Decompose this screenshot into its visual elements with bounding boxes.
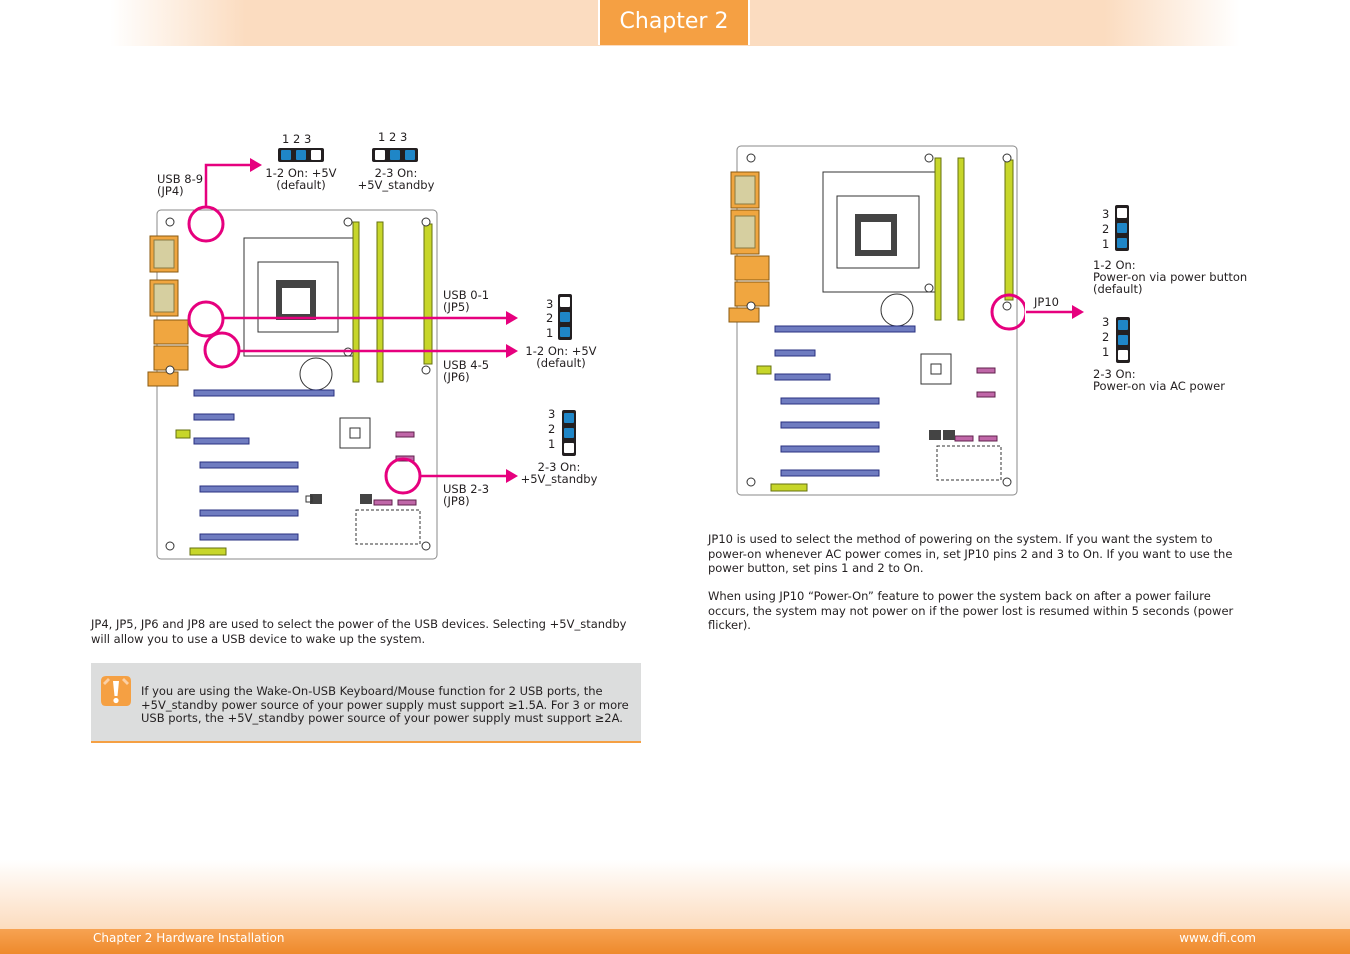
jp10-label: JP10 [1034,295,1059,309]
jumper-b-pin-numbers: 1 2 3 [378,130,408,144]
jp10-jumper-12-on [1115,205,1129,251]
usb-jumper-description: JP4, JP5, JP6 and JP8 are used to select… [91,617,627,646]
jp10-jumper-23-on [1116,317,1130,363]
mid-jumper-pin1: 1 [546,326,554,340]
low-jumper-pin3: 3 [548,407,556,421]
usb01-label: USB 0-1(JP5) [443,288,490,314]
mid-jumper-caption: 1-2 On: +5V(default) [525,344,597,370]
footer-website: www.dfi.com [1179,931,1256,945]
usb89-label: USB 8-9(JP4) [157,172,204,198]
footer-section-title: Chapter 2 Hardware Installation [93,931,285,945]
jumper-b-caption: 2-3 On:+5V_standby [357,166,435,192]
jumper-a-pin-numbers: 1 2 3 [282,132,312,146]
left-board-diagram [147,205,438,560]
note-text: If you are using the Wake-On-USB Keyboar… [141,684,629,725]
jp10b-pin2: 2 [1102,330,1110,344]
mid-jumper-pin3: 3 [546,297,554,311]
low-jumper-pin2: 2 [548,422,556,436]
right-board-diagram [728,145,1025,496]
jp10a-pin2: 2 [1102,222,1110,236]
chapter-tab: Chapter 2 [598,0,750,45]
mid-jumper-12-on [558,294,572,340]
jumper-a-12-on [278,148,324,162]
low-jumper-23-on [562,410,576,456]
jp10-description-1: JP10 is used to select the method of pow… [708,532,1233,575]
jp10a-pin1: 1 [1102,237,1110,251]
footer-bar [0,929,1350,954]
low-jumper-pin1: 1 [548,437,556,451]
jp10-description-2: When using JP10 “Power-On” feature to po… [708,589,1234,632]
mid-jumper-pin2: 2 [546,311,554,325]
jp10b-caption: 2-3 On: Power-on via AC power [1093,367,1225,393]
warning-exclamation-icon [101,676,131,706]
jumper-a-caption: 1-2 On: +5V(default) [265,166,337,192]
low-jumper-caption: 2-3 On:+5V_standby [520,460,598,486]
right-callout-arrow [1026,305,1084,319]
jp10b-pin3: 3 [1102,315,1110,329]
usb45-label: USB 4-5(JP6) [443,358,490,384]
jumper-b-23-on [372,148,418,162]
jp10a-caption: 1-2 On: Power-on via power button (defau… [1093,258,1248,296]
jp10a-pin3: 3 [1102,207,1110,221]
jp10b-pin1: 1 [1102,345,1110,359]
left-callout-arrows [204,158,518,483]
note-box: If you are using the Wake-On-USB Keyboar… [91,663,641,743]
usb23-label: USB 2-3(JP8) [443,482,490,508]
